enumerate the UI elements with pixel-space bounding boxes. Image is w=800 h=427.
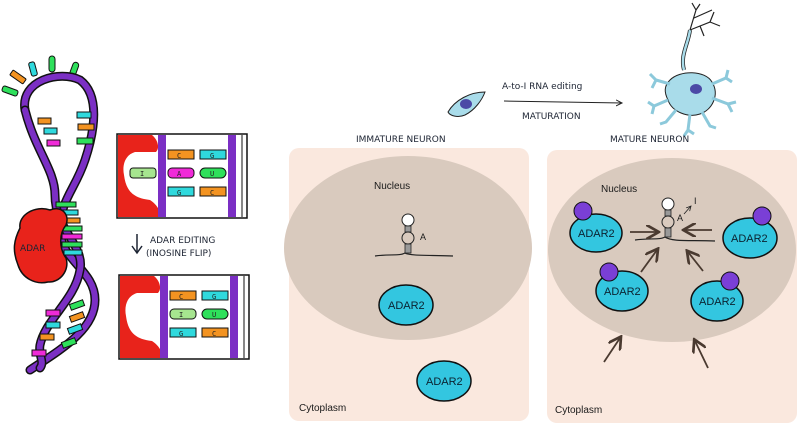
immature-cytoplasm-label: Cytoplasm [299, 403, 346, 414]
after-pair-1-right-label: G [212, 293, 216, 301]
mature-site-label-from: A [677, 213, 683, 223]
base-pair-2-left [167, 167, 195, 179]
arrow-icon [640, 250, 657, 273]
base-pair-1-left-label: C [177, 152, 181, 160]
base-pair-3-right-label: C [210, 189, 214, 197]
editing-before-box: I C G A U G C [116, 133, 248, 219]
after-pair-2-left-label: I [179, 311, 183, 319]
base-pair-3-left-label: G [177, 189, 181, 197]
process-top-label: A-to-I RNA editing [502, 82, 582, 92]
immature-neuron-panel: IMMATURE NEURON Nucleus A ADAR2 ADAR2 Cy… [284, 135, 532, 421]
flipped-base-label: I [140, 170, 144, 178]
immature-title: IMMATURE NEURON [356, 135, 446, 145]
maturation-arrow-icon [503, 101, 622, 103]
recruitment-arrows [603, 230, 712, 369]
after-pair-3-left [169, 327, 197, 338]
adar2-complex: ADAR2 [722, 206, 778, 259]
adar2-label: ADAR2 [426, 376, 463, 388]
after-pair-3-right-label: C [212, 330, 216, 338]
after-pair-2-right [201, 308, 229, 320]
after-pair-2-right-label: U [212, 311, 216, 319]
adar2-enzyme-cytoplasmic [416, 360, 472, 402]
edit-arrow-icon [683, 206, 691, 215]
base-pair-1-right-label: G [210, 152, 214, 160]
editing-after-box: C G I U G C [118, 274, 250, 360]
mature-neuron-icon [647, 2, 737, 137]
flipped-base [129, 167, 157, 179]
mature-cytoplasm-label: Cytoplasm [555, 405, 602, 416]
base-pair-1-left [167, 149, 195, 160]
arrow-icon [603, 338, 620, 363]
arrow-icon [695, 341, 709, 369]
arrow-icon [688, 252, 704, 272]
base-pair-2-right-label: U [210, 170, 214, 178]
rna-hairpin-illustration: ADAR [1, 55, 100, 375]
stem-bases [31, 111, 95, 357]
process-bottom-label: MATURATION [522, 112, 581, 122]
mature-site-label-to: I [694, 196, 697, 206]
immature-site-label: A [420, 232, 426, 242]
immature-nucleus-label: Nucleus [374, 181, 410, 192]
adar2-label: ADAR2 [731, 233, 768, 245]
loop-bases [1, 55, 80, 97]
mature-nucleus-label: Nucleus [601, 184, 637, 195]
editing-caption-line1: ADAR EDITING [150, 236, 215, 246]
adar2-complex: ADAR2 [569, 201, 623, 253]
after-pair-1-right [201, 290, 229, 301]
adar-enzyme-blob [13, 208, 68, 284]
adar2-complex: ADAR2 [595, 262, 649, 312]
adar-label: ADAR [20, 244, 45, 254]
editing-caption: ADAR EDITING (INOSINE FLIP) [131, 234, 215, 259]
after-pair-2-left [169, 308, 197, 320]
after-pair-1-left-label: C [179, 293, 183, 301]
base-pair-3-right [199, 186, 227, 197]
adar2-enzyme-nuclear [378, 284, 434, 326]
after-pair-1-left [169, 290, 197, 301]
immature-rna-hairpin-icon [374, 213, 454, 257]
adar2-label: ADAR2 [388, 300, 425, 312]
base-pair-1-right [199, 149, 227, 160]
mature-neuron-panel: MATURE NEURON Nucleus A I ADAR2 [547, 135, 797, 423]
after-pair-3-left-label: G [179, 330, 183, 338]
adar2-complex: ADAR2 [690, 271, 744, 322]
adar2-label: ADAR2 [699, 296, 736, 308]
base-pair-3-left [167, 186, 195, 197]
after-pair-3-right [201, 327, 229, 338]
adar2-label: ADAR2 [604, 286, 641, 298]
adar2-label: ADAR2 [578, 228, 615, 240]
base-pair-2-right [199, 167, 227, 179]
maturation-process: A-to-I RNA editing MATURATION [447, 2, 737, 137]
base-pair-2-left-label: A [177, 170, 182, 178]
mature-title: MATURE NEURON [610, 135, 689, 145]
editing-caption-line2: (INOSINE FLIP) [146, 249, 211, 259]
